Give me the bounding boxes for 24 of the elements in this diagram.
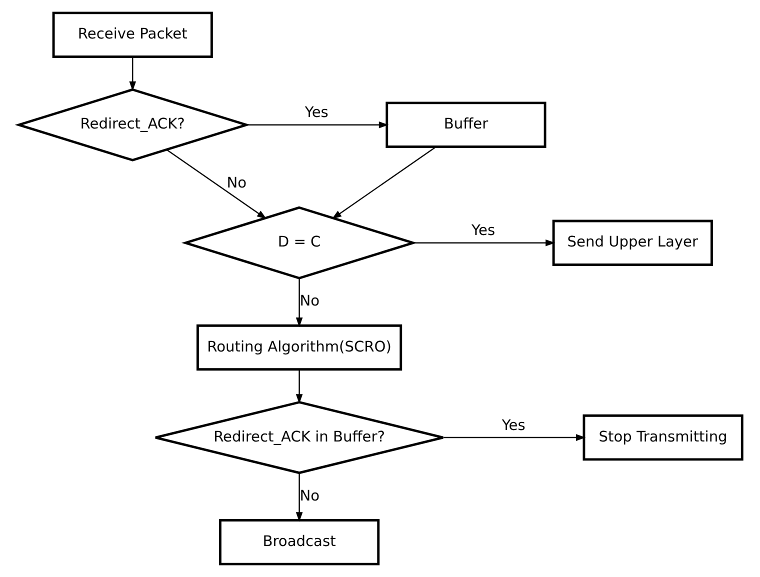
arrow — [128, 56, 136, 92]
arrow — [412, 239, 555, 246]
node-diamond: Redirect_ACK in Buffer? — [154, 401, 444, 474]
edge-label: No — [226, 174, 246, 192]
arrow — [295, 473, 302, 522]
node-box: Buffer — [385, 102, 546, 148]
edge-label: Yes — [501, 416, 525, 434]
node-box: Receive Packet — [52, 12, 212, 58]
arrow — [246, 121, 388, 128]
arrow — [166, 149, 266, 220]
node-box: Broadcast — [218, 519, 380, 566]
node-box: Send Upper Layer — [552, 220, 712, 266]
node-box: Routing Algorithm(SCRO) — [196, 324, 402, 371]
edge-label: Yes — [304, 104, 328, 122]
node-diamond: Redirect_ACK? — [14, 88, 250, 162]
arrow — [443, 434, 586, 441]
node-box: Stop Transmitting — [582, 414, 743, 461]
node-diamond: D = C — [180, 206, 417, 280]
edge-label: No — [299, 292, 320, 310]
arrow — [331, 146, 436, 220]
arrow — [295, 278, 302, 328]
edge-label: No — [299, 487, 320, 504]
edge-label: Yes — [471, 222, 495, 240]
arrow — [295, 369, 302, 404]
